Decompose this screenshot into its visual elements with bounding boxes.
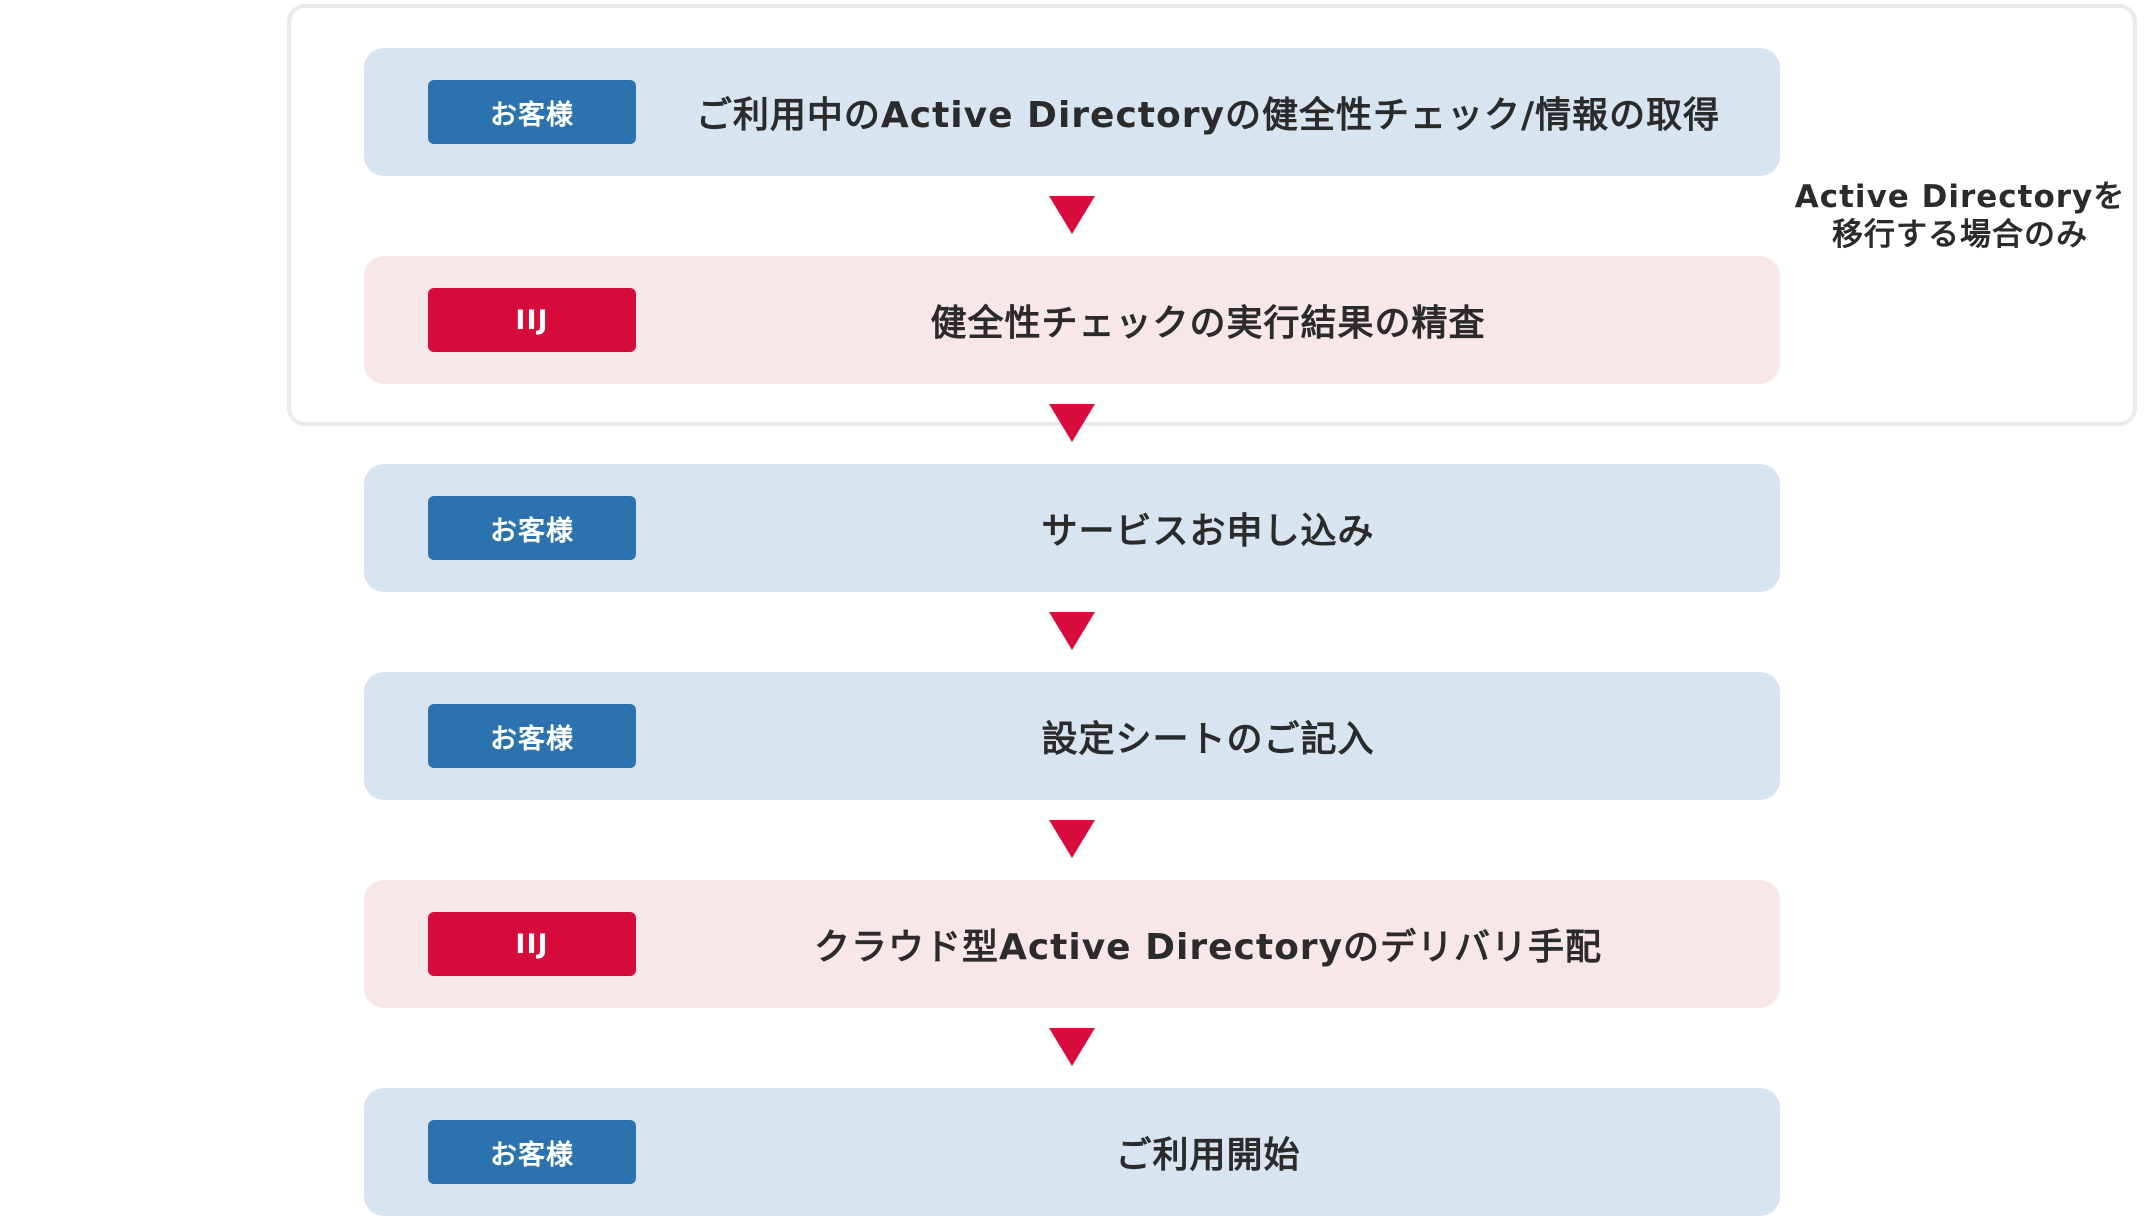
group-note: Active Directoryを 移行する場合のみ <box>1780 178 2140 254</box>
actor-badge-customer: お客様 <box>428 1120 636 1184</box>
step-4: お客様 設定シートのご記入 <box>364 672 1780 800</box>
down-arrow-icon <box>1049 196 1095 234</box>
step-label: クラウド型Active Directoryのデリバリ手配 <box>813 927 1603 968</box>
step-label: 設定シートのご記入 <box>1041 719 1375 760</box>
actor-badge-customer: お客様 <box>428 704 636 768</box>
down-arrow-icon <box>1049 612 1095 650</box>
step-6: お客様 ご利用開始 <box>364 1088 1780 1216</box>
step-3: お客様 サービスお申し込み <box>364 464 1780 592</box>
down-arrow-icon <box>1049 1028 1095 1066</box>
step-label: 健全性チェックの実行結果の精査 <box>930 303 1486 344</box>
step-1: お客様 ご利用中のActive Directoryの健全性チェック/情報の取得 <box>364 48 1780 176</box>
down-arrow-icon <box>1049 404 1095 442</box>
actor-badge-iij: IIJ <box>428 288 636 352</box>
step-5: IIJ クラウド型Active Directoryのデリバリ手配 <box>364 880 1780 1008</box>
step-label: ご利用中のActive Directoryの健全性チェック/情報の取得 <box>695 95 1721 136</box>
group-note-line-2: 移行する場合のみ <box>1832 217 2088 253</box>
actor-badge-customer: お客様 <box>428 80 636 144</box>
step-label: サービスお申し込み <box>1041 511 1375 552</box>
step-label: ご利用開始 <box>1115 1135 1301 1176</box>
actor-badge-customer: お客様 <box>428 496 636 560</box>
step-2: IIJ 健全性チェックの実行結果の精査 <box>364 256 1780 384</box>
group-note-line-1: Active Directoryを <box>1794 179 2126 215</box>
down-arrow-icon <box>1049 820 1095 858</box>
actor-badge-iij: IIJ <box>428 912 636 976</box>
